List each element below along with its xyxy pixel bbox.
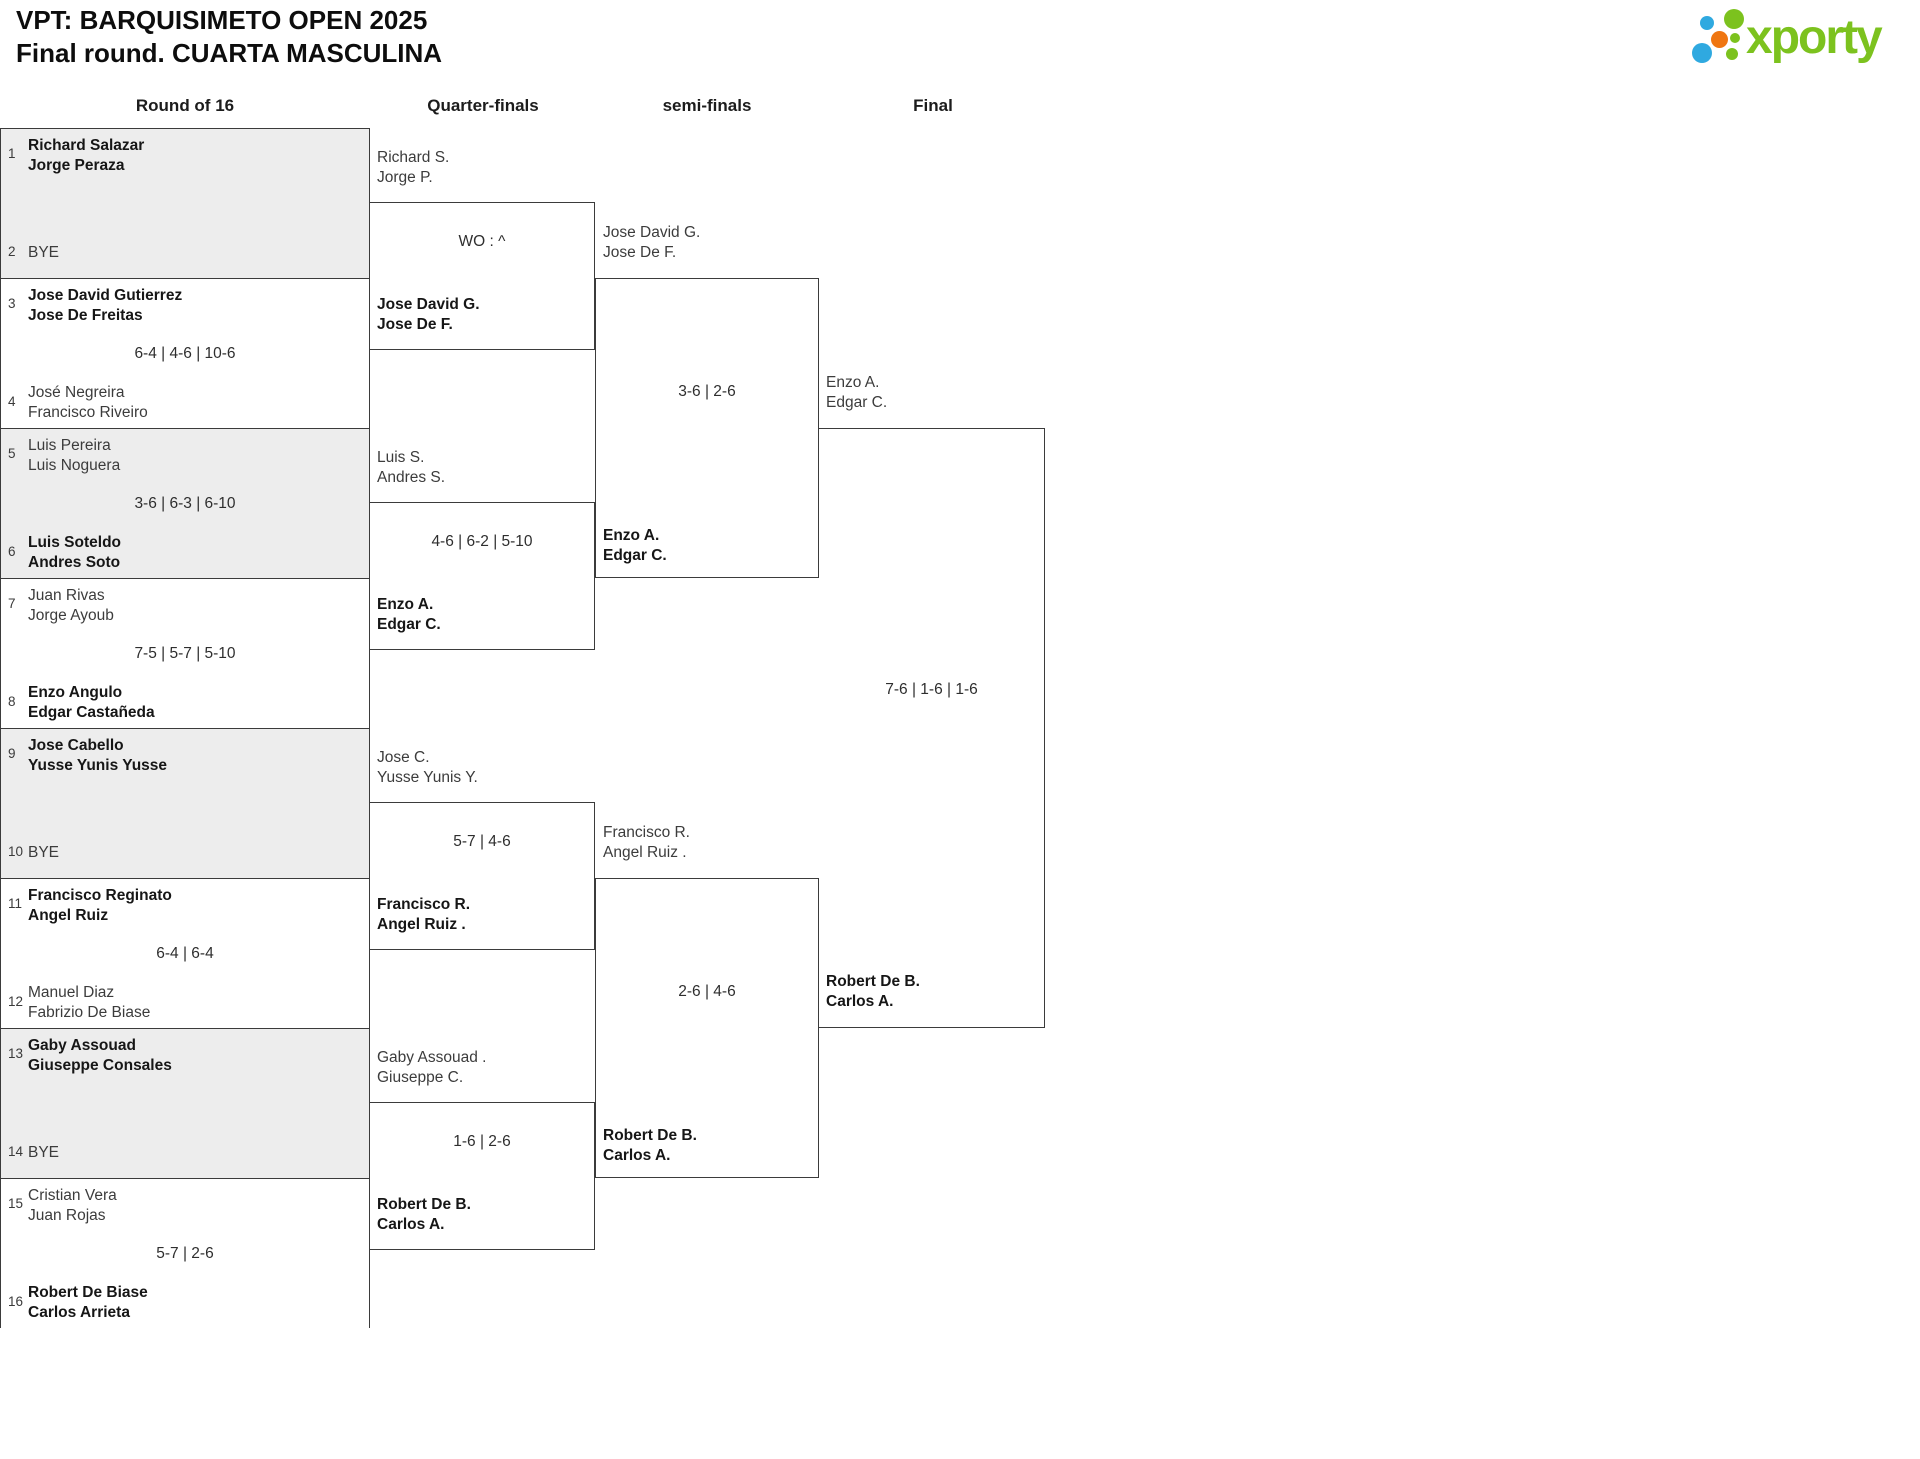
r16-match-5: 9 Jose Cabello Yusse Yunis Yusse 10 BYE — [1, 729, 369, 879]
sf-entrant: Francisco R. Angel Ruiz . — [603, 824, 690, 861]
team-entry: Cristian Vera Juan Rojas — [28, 1187, 117, 1224]
round-category: Final round. CUARTA MASCULINA — [16, 38, 443, 68]
final-score: 7-6 | 1-6 | 1-6 — [885, 681, 978, 698]
match-score: 7-5 | 5-7 | 5-10 — [134, 645, 236, 662]
team-entry: Enzo Angulo Edgar Castañeda — [28, 684, 155, 721]
seed-number: 5 — [8, 446, 16, 461]
team-entry: Robert De Biase Carlos Arrieta — [28, 1284, 148, 1321]
team-entry: Manuel Diaz Fabrizio De Biase — [28, 984, 151, 1021]
sf-entrant: Jose David G. Jose De F. — [603, 224, 701, 261]
round-header-final: Final — [913, 96, 953, 115]
semifinal-match-1: Jose David G. Jose De F. 3-6 | 2-6 Enzo … — [595, 224, 819, 578]
r16-match-6: 11 Francisco Reginato Angel Ruiz 6-4 | 6… — [1, 879, 369, 1029]
team-entry: Jose David Gutierrez Jose De Freitas — [28, 287, 183, 324]
seed-number: 16 — [8, 1294, 24, 1309]
qf-match-box: 1-6 | 2-6 Robert De B. Carlos A. — [369, 1102, 595, 1250]
qf-match-box: 5-7 | 4-6 Francisco R. Angel Ruiz . — [369, 802, 595, 950]
qf-entrant: Richard S. Jorge P. — [377, 149, 450, 186]
logo-dot-icon — [1711, 31, 1728, 48]
quarterfinal-match-4: Gaby Assouad . Giuseppe C. 1-6 | 2-6 Rob… — [369, 1028, 595, 1328]
r16-match-4: 7 Juan Rivas Jorge Ayoub 7-5 | 5-7 | 5-1… — [1, 579, 369, 729]
team-entry: Richard Salazar Jorge Peraza — [28, 137, 145, 174]
match-score: 3-6 | 6-3 | 6-10 — [134, 495, 236, 512]
qf-winner: Enzo A. Edgar C. — [377, 596, 441, 633]
match-score: 6-4 | 4-6 | 10-6 — [134, 345, 236, 362]
round-of-16-column: 1 Richard Salazar Jorge Peraza 2 BYE 3 J… — [0, 128, 370, 1329]
team-entry: Luis Soteldo Andres Soto — [28, 534, 121, 571]
seed-number: 3 — [8, 296, 16, 311]
seed-number: 11 — [8, 896, 23, 911]
r16-match-3: 5 Luis Pereira Luis Noguera 3-6 | 6-3 | … — [1, 429, 369, 579]
qf-score: WO : ^ — [458, 233, 506, 250]
seed-number: 7 — [8, 596, 16, 611]
qf-winner: Robert De B. Carlos A. — [377, 1196, 471, 1233]
r16-match-2: 3 Jose David Gutierrez Jose De Freitas 6… — [1, 279, 369, 429]
r16-match-1: 1 Richard Salazar Jorge Peraza 2 BYE — [1, 129, 369, 279]
qf-entrant: Gaby Assouad . Giuseppe C. — [377, 1049, 487, 1086]
team-entry: BYE — [28, 1144, 60, 1161]
r16-match-7: 13 Gaby Assouad Giuseppe Consales 14 BYE — [1, 1029, 369, 1179]
team-entry: Gaby Assouad Giuseppe Consales — [28, 1037, 172, 1074]
team-entry: José Negreira Francisco Riveiro — [28, 384, 148, 421]
seed-number: 4 — [8, 394, 16, 409]
qf-entrant: Jose C. Yusse Yunis Y. — [377, 749, 478, 786]
sf-winner: Robert De B. Carlos A. — [603, 1127, 697, 1164]
final-match: Enzo A. Edgar C. 7-6 | 1-6 | 1-6 Robert … — [819, 374, 1045, 1028]
final-winner: Robert De B. Carlos A. — [826, 973, 920, 1010]
qf-score: 1-6 | 2-6 — [453, 1133, 511, 1150]
seed-number: 2 — [8, 244, 16, 259]
seed-number: 15 — [8, 1196, 24, 1211]
team-entry: Juan Rivas Jorge Ayoub — [28, 587, 114, 624]
page-title: VPT: BARQUISIMETO OPEN 2025 Final round.… — [16, 4, 442, 70]
qf-score: 5-7 | 4-6 — [453, 833, 511, 850]
round-header-round-of-16: Round of 16 — [135, 96, 235, 115]
quarterfinal-match-3: Jose C. Yusse Yunis Y. 5-7 | 4-6 Francis… — [369, 728, 595, 1028]
quarterfinal-match-2: Luis S. Andres S. 4-6 | 6-2 | 5-10 Enzo … — [369, 428, 595, 728]
round-header-semi-finals: semi-finals — [662, 96, 752, 115]
logo-dot-icon — [1692, 43, 1712, 63]
team-entry: Jose Cabello Yusse Yunis Yusse — [28, 737, 168, 774]
sf-winner: Enzo A. Edgar C. — [603, 527, 667, 564]
r16-match-8: 15 Cristian Vera Juan Rojas 5-7 | 2-6 16… — [1, 1179, 369, 1329]
logo-dot-icon — [1730, 33, 1740, 43]
xporty-logo[interactable]: xporty — [1688, 4, 1910, 72]
qf-score: 4-6 | 6-2 | 5-10 — [431, 533, 533, 550]
seed-number: 9 — [8, 746, 16, 761]
seed-number: 6 — [8, 544, 16, 559]
tournament-name: VPT: BARQUISIMETO OPEN 2025 — [16, 5, 428, 35]
sf-score: 3-6 | 2-6 — [678, 383, 736, 400]
logo-dot-icon — [1700, 16, 1714, 30]
seed-number: 12 — [8, 994, 24, 1009]
seed-number: 10 — [8, 844, 24, 859]
team-entry: BYE — [28, 844, 60, 861]
sf-score: 2-6 | 4-6 — [678, 983, 736, 1000]
qf-winner: Francisco R. Angel Ruiz . — [377, 896, 471, 933]
qf-entrant: Luis S. Andres S. — [377, 449, 446, 486]
seed-number: 13 — [8, 1046, 24, 1061]
logo-dot-icon — [1724, 9, 1744, 29]
quarterfinal-match-1: Richard S. Jorge P. WO : ^ Jose David G.… — [369, 128, 595, 428]
seed-number: 14 — [8, 1144, 24, 1159]
team-entry: Francisco Reginato Angel Ruiz — [28, 887, 172, 924]
semifinal-match-2: Francisco R. Angel Ruiz . 2-6 | 4-6 Robe… — [595, 824, 819, 1178]
logo-dot-icon — [1726, 48, 1738, 60]
team-entry: BYE — [28, 244, 60, 261]
final-entrant: Enzo A. Edgar C. — [826, 374, 888, 411]
qf-match-box: WO : ^ Jose David G. Jose De F. — [369, 202, 595, 350]
seed-number: 8 — [8, 694, 16, 709]
match-score: 5-7 | 2-6 — [156, 1245, 214, 1262]
round-header-quarter-finals: Quarter-finals — [427, 96, 539, 115]
qf-winner: Jose David G. Jose De F. — [377, 296, 480, 333]
team-entry: Luis Pereira Luis Noguera — [28, 437, 121, 474]
seed-number: 1 — [8, 146, 16, 161]
match-score: 6-4 | 6-4 — [156, 945, 214, 962]
qf-match-box: 4-6 | 6-2 | 5-10 Enzo A. Edgar C. — [369, 502, 595, 650]
logo-wordmark: xporty — [1746, 11, 1883, 64]
